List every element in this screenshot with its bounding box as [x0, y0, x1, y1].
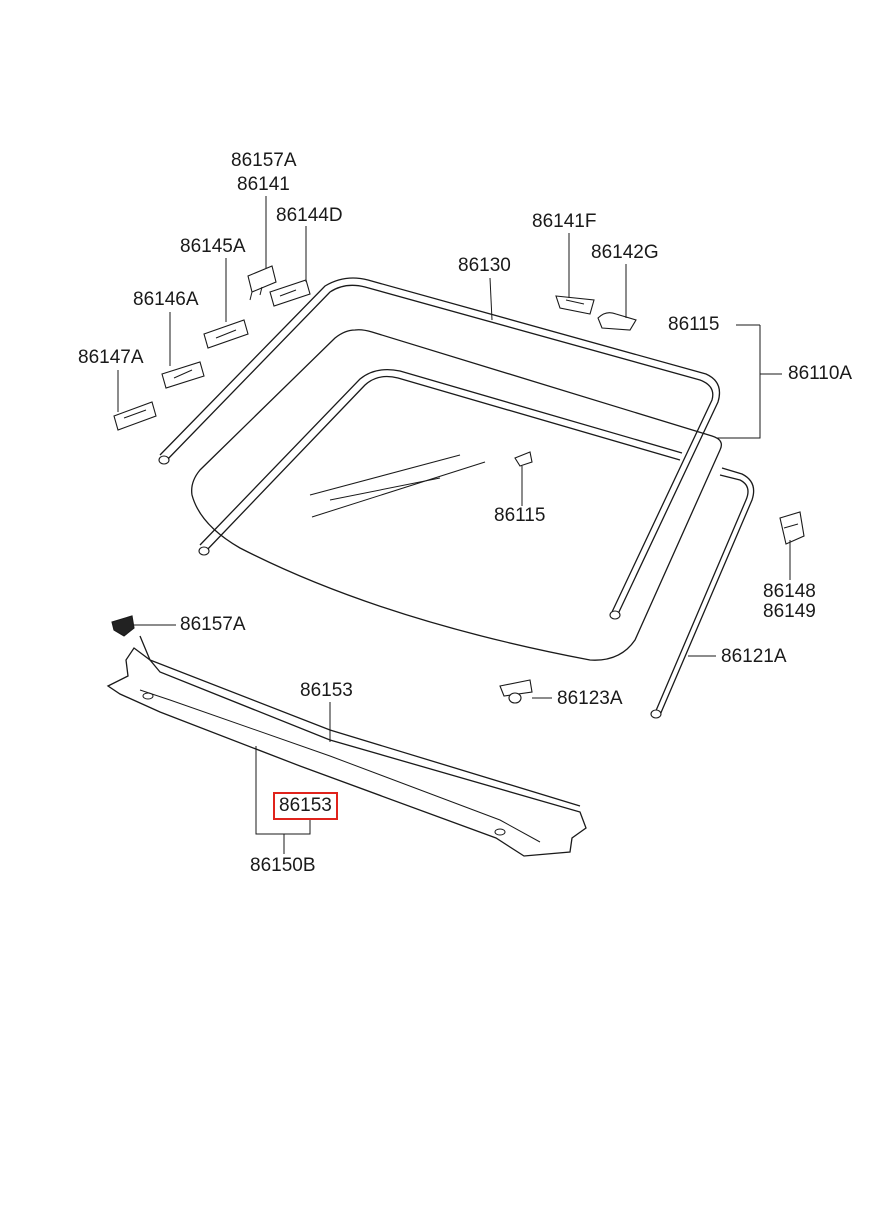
- clip-86148-86149: [779, 511, 805, 545]
- clip-86157A-86141: [247, 265, 277, 301]
- cowl-panel-inner: [139, 689, 541, 843]
- glass-reflection-2: [311, 461, 486, 518]
- side-molding-end-bottom: [650, 709, 662, 719]
- side-molding-left-inner: [199, 368, 683, 546]
- label-86123A[interactable]: 86123A: [557, 688, 623, 709]
- cowl-hole-left: [142, 692, 154, 700]
- side-molding-right: [654, 474, 749, 714]
- leader-86110A-bracket: [716, 325, 761, 439]
- label-86115-center[interactable]: 86115: [494, 505, 546, 526]
- clip-86141F: [555, 295, 595, 315]
- top-molding: [164, 284, 714, 613]
- label-86146A[interactable]: 86146A: [133, 289, 199, 310]
- top-molding-end-left: [158, 455, 170, 465]
- side-molding-left: [204, 375, 681, 553]
- label-86121A[interactable]: 86121A: [721, 646, 787, 667]
- label-86142G[interactable]: 86142G: [591, 242, 659, 263]
- clip-86147A: [113, 401, 157, 431]
- label-86157A-top[interactable]: 86157A: [231, 150, 297, 171]
- top-molding-inner: [159, 277, 721, 615]
- glass-reflection-1: [309, 454, 461, 496]
- label-86115-right[interactable]: 86115: [668, 314, 720, 335]
- side-molding-right-inner: [659, 467, 755, 716]
- label-86157A-left[interactable]: 86157A: [180, 614, 246, 635]
- label-86148[interactable]: 86148: [763, 581, 816, 602]
- label-86145A[interactable]: 86145A: [180, 236, 246, 257]
- label-86149[interactable]: 86149: [763, 601, 816, 622]
- cowl-panel: [106, 647, 587, 857]
- clip-86115-center: [514, 451, 533, 467]
- side-molding-end-left: [198, 546, 210, 556]
- windshield-glass: [191, 329, 723, 661]
- leader-86150B-bracket: [255, 746, 311, 835]
- leader-86130: [489, 277, 493, 321]
- label-86144D[interactable]: 86144D: [276, 205, 343, 226]
- label-86141[interactable]: 86141: [237, 174, 290, 195]
- label-86110A[interactable]: 86110A: [788, 363, 853, 384]
- clip-86146A: [161, 361, 205, 389]
- label-86141F[interactable]: 86141F: [532, 211, 597, 232]
- glass-reflection-3: [329, 477, 441, 501]
- label-86130[interactable]: 86130: [458, 255, 511, 276]
- clip-86123A: [499, 679, 533, 704]
- cowl-hole-right: [494, 828, 506, 836]
- label-86153-highlighted[interactable]: 86153: [273, 792, 338, 820]
- label-86147A[interactable]: 86147A: [78, 347, 144, 368]
- clip-86145A: [203, 319, 249, 349]
- label-86150B[interactable]: 86150B: [250, 855, 316, 876]
- clip-86144D: [269, 279, 311, 307]
- fastener-86157A: [111, 615, 135, 637]
- cowl-panel-edge: [139, 635, 581, 807]
- clip-86142G: [597, 312, 637, 331]
- label-86153-upper[interactable]: 86153: [300, 680, 353, 701]
- top-molding-end-right: [609, 610, 621, 620]
